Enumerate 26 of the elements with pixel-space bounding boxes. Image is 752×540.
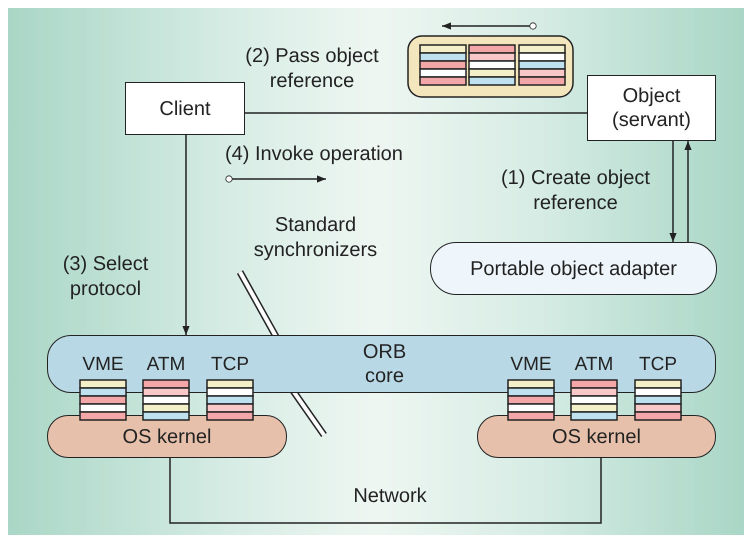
protocol-label: TCP	[210, 353, 250, 377]
protocol-label: ATM	[146, 353, 186, 377]
protocol-label: TCP	[638, 353, 678, 377]
node-label: Object (servant)	[611, 84, 692, 132]
arrow	[684, 141, 692, 242]
node-label: OS kernel	[122, 424, 212, 448]
protocol-label: VME	[81, 353, 125, 377]
arrow	[182, 135, 190, 335]
note-text: Standard synchronizers	[252, 213, 378, 263]
node-label: Portable object adapter	[470, 256, 677, 280]
protocol-label: VME	[509, 353, 553, 377]
note-text: (4) Invoke operation	[225, 142, 404, 167]
connector-line	[169, 458, 602, 524]
client-box	[125, 82, 245, 135]
node-label: Client	[159, 96, 211, 120]
edge-label: (2) Pass object reference	[244, 44, 380, 94]
object-box	[587, 75, 716, 141]
node-label: OS kernel	[552, 424, 641, 448]
edge-label: Network	[352, 484, 428, 509]
connector-line	[245, 112, 587, 114]
arrow	[669, 141, 677, 242]
edge-label: (1) Create object reference	[500, 166, 651, 216]
edge-label: (3) Select protocol	[62, 252, 150, 302]
protocol-label: ATM	[574, 353, 614, 377]
node-label: ORB core	[362, 340, 408, 388]
adapter-box	[430, 242, 717, 295]
